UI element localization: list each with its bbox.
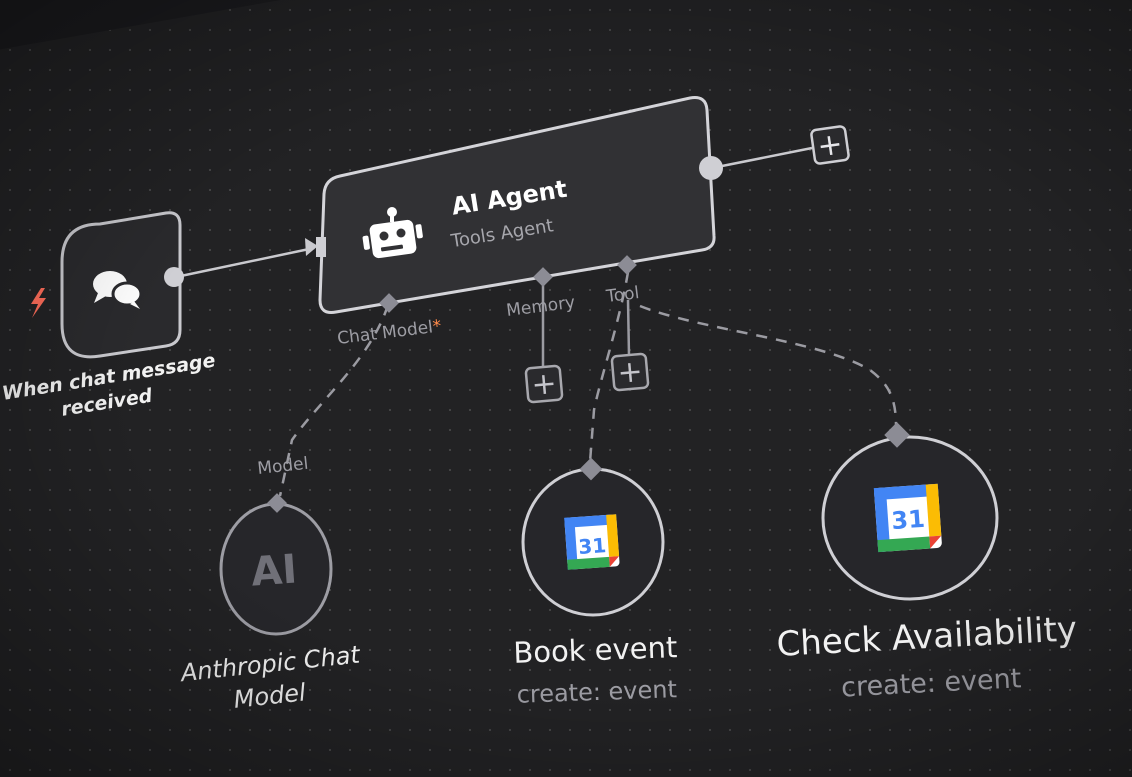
check-availability-caption: Check Availability create: event	[776, 609, 1078, 703]
connection-arrow	[305, 238, 318, 256]
svg-text:31: 31	[890, 505, 925, 535]
book-event-subtitle: create: event	[516, 675, 677, 709]
anthropic-model-caption: Anthropic Chat Model	[178, 640, 363, 713]
book-event-node[interactable]: 31	[521, 457, 665, 617]
robot-icon	[362, 207, 423, 259]
check-availability-title: Check Availability	[776, 609, 1078, 665]
agent-output-add-button[interactable]: +	[810, 125, 850, 165]
plus-icon: +	[815, 126, 845, 164]
svg-text:31: 31	[578, 533, 607, 559]
plus-icon: +	[530, 366, 558, 403]
anthropic-model-node[interactable]: AI	[219, 493, 333, 636]
connection-trigger-agent	[175, 246, 315, 279]
connection-tool-add	[626, 299, 631, 357]
chat-model-port-label: Chat Model*	[336, 316, 442, 349]
book-event-input-handle[interactable]	[579, 457, 603, 481]
model-caption-line2: Model	[232, 678, 307, 713]
anthropic-logo-icon: AI	[250, 546, 299, 595]
tool-port-label: Tool	[604, 283, 640, 307]
check-availability-node[interactable]: 31	[821, 422, 999, 601]
chat-bubbles-icon	[93, 271, 143, 309]
model-port-label: Model	[256, 454, 309, 479]
plus-icon: +	[616, 354, 644, 391]
memory-add-button[interactable]: +	[524, 364, 564, 404]
chat-model-handle[interactable]	[379, 293, 399, 313]
memory-port-label: Memory	[505, 293, 576, 321]
model-input-handle[interactable]	[267, 493, 287, 513]
google-calendar-icon: 31	[564, 514, 620, 570]
trigger-label: When chat message received	[1, 349, 217, 420]
connection-chat-model	[278, 304, 390, 497]
agent-output-handle[interactable]	[699, 156, 723, 180]
trigger-node[interactable]	[60, 211, 184, 359]
tool-handle[interactable]	[617, 255, 637, 275]
connection-tool-book	[588, 271, 630, 463]
book-event-title: Book event	[513, 630, 678, 670]
check-availability-input-handle[interactable]	[884, 422, 910, 448]
lightning-bolt-icon	[31, 288, 46, 318]
check-availability-subtitle: create: event	[840, 663, 1022, 703]
ai-agent-node[interactable]: AI Agent Tools Agent	[316, 96, 723, 314]
model-caption-line1: Anthropic Chat	[178, 640, 363, 687]
google-calendar-icon: 31	[873, 483, 942, 553]
agent-input-handle[interactable]	[316, 237, 326, 257]
connection-tool-check	[639, 304, 898, 427]
trigger-output-handle[interactable]	[164, 267, 184, 287]
memory-handle[interactable]	[533, 267, 553, 287]
required-star: *	[432, 316, 443, 337]
tool-add-button[interactable]: +	[610, 352, 650, 392]
connection-agent-output	[711, 146, 813, 170]
book-event-caption: Book event create: event	[513, 630, 678, 709]
